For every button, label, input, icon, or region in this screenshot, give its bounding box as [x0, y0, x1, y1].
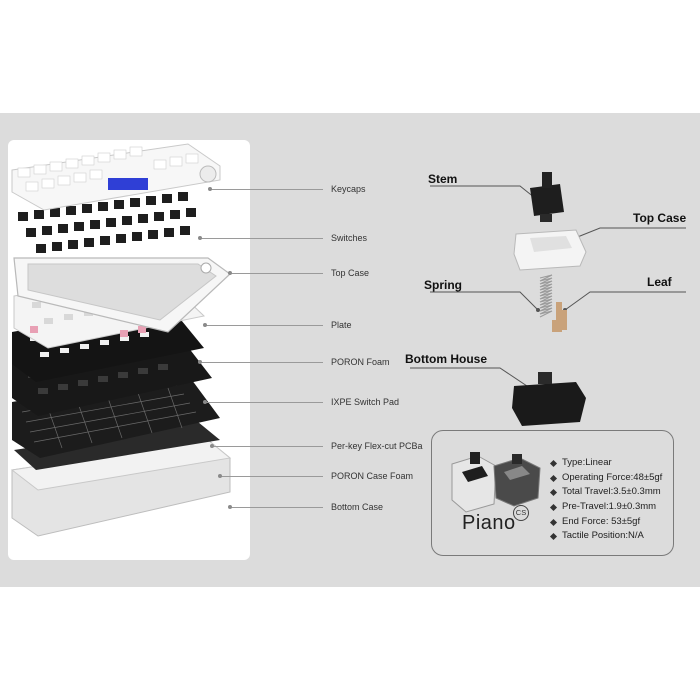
spring-part — [539, 274, 553, 318]
leader-line-ixpe-switch-pad — [205, 402, 323, 403]
leader-line-pcba — [212, 446, 323, 447]
leader-line-poron-case-foam — [220, 476, 323, 477]
label-poron-case-foam: PORON Case Foam — [331, 471, 414, 481]
product-badge: CS — [513, 505, 529, 521]
diamond-bullet-icon — [549, 459, 558, 467]
keyboard-exploded-card — [8, 140, 250, 560]
leader-dot-top-case — [228, 271, 232, 275]
label-switches: Switches — [331, 233, 368, 243]
spec-operating-force: Operating Force:48±5gf — [562, 471, 663, 483]
keycaps-layer — [11, 143, 221, 211]
leader-leaf — [564, 291, 686, 311]
switches-layer — [18, 192, 196, 253]
top-case-layer — [13, 257, 231, 333]
callout-spring: Spring — [424, 278, 462, 292]
leader-dot-plate — [203, 323, 207, 327]
switch-exploded-illustration — [410, 172, 686, 426]
label-keycaps: Keycaps — [331, 184, 366, 194]
spec-tactile-position: Tactile Position:N/A — [562, 530, 644, 542]
switch-spec-box — [431, 430, 674, 556]
spec-end-force: End Force: 53±5gf — [562, 515, 641, 527]
spec-list: Type:Linear Operating Force:48±5gf Total… — [549, 456, 663, 544]
leader-stem — [430, 185, 541, 203]
product-name: Piano — [462, 512, 516, 534]
spec-item: End Force: 53±5gf — [549, 515, 662, 530]
label-bottom-case: Bottom Case — [331, 502, 384, 512]
leader-dot-bottom-case — [228, 505, 232, 509]
spec-type: Type:Linear — [562, 457, 612, 468]
switch-product-photo — [451, 452, 541, 513]
label-ixpe-switch-pad: IXPE Switch Pad — [331, 397, 400, 407]
bottom-house-part — [512, 372, 586, 426]
label-top-case: Top Case — [331, 268, 370, 278]
leader-dot-switches — [198, 236, 202, 240]
stem-part — [530, 172, 564, 222]
case-foam-layer — [14, 422, 220, 470]
callout-leaf: Leaf — [647, 275, 672, 289]
spec-item: Tactile Position:N/A — [549, 529, 662, 544]
leader-line-plate — [205, 325, 323, 326]
label-plate: Plate — [331, 320, 352, 330]
leader-dot-keycaps — [208, 187, 212, 191]
label-pcba: Per-key Flex-cut PCBa — [331, 441, 423, 451]
callout-bottom-house: Bottom House — [405, 352, 487, 366]
spec-total-travel: Total Travel:3.5±0.3mm — [562, 486, 661, 498]
leader-dot-pcba — [210, 444, 214, 448]
keyboard-exploded-illustration — [10, 143, 232, 537]
leader-spring — [430, 291, 539, 311]
leader-line-top-case — [230, 273, 323, 274]
leader-dot-ixpe-switch-pad — [203, 400, 207, 404]
label-poron-foam: PORON Foam — [331, 357, 390, 367]
spec-item: Pre-Travel:1.9±0.3mm — [549, 500, 662, 515]
leader-line-keycaps — [210, 189, 323, 190]
diamond-bullet-icon — [549, 474, 558, 482]
spec-item: Operating Force:48±5gf — [549, 471, 663, 486]
top-case-part — [513, 229, 587, 271]
spec-item: Total Travel:3.5±0.3mm — [549, 485, 662, 500]
diamond-bullet-icon — [549, 518, 558, 526]
spec-item: Type:Linear — [549, 456, 662, 471]
leader-dot-poron-case-foam — [218, 474, 222, 478]
leader-dot-poron-foam — [198, 360, 202, 364]
leader-line-poron-foam — [200, 362, 323, 363]
leader-top-case — [569, 227, 686, 241]
spec-pre-travel: Pre-Travel:1.9±0.3mm — [562, 501, 657, 513]
diamond-bullet-icon — [549, 503, 558, 511]
leaf-part — [552, 302, 567, 332]
callout-top-case: Top Case — [633, 211, 687, 225]
leader-bottom-house — [410, 367, 531, 389]
accent-keycap — [108, 178, 148, 190]
leader-line-bottom-case — [230, 507, 323, 508]
leader-line-switches — [200, 238, 323, 239]
callout-stem: Stem — [428, 172, 458, 186]
diamond-bullet-icon — [549, 533, 558, 541]
diamond-bullet-icon — [549, 489, 558, 497]
